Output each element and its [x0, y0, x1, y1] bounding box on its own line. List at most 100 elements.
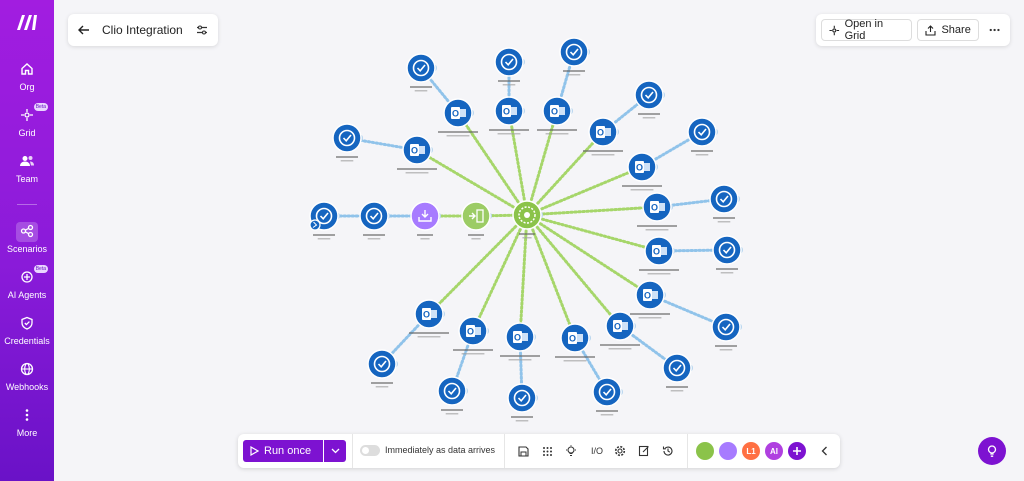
collapse-toolbar-icon[interactable] [816, 443, 832, 459]
outlook-module[interactable]: O [402, 135, 433, 165]
toolbar-divider [504, 434, 505, 468]
scenario-title[interactable]: Clio Integration [102, 23, 183, 37]
router-module[interactable] [512, 200, 543, 230]
outlook-module[interactable]: O [642, 192, 673, 222]
module-label [410, 86, 432, 88]
gear-icon[interactable] [612, 443, 628, 459]
outlook-letter: O [653, 247, 660, 257]
tools-avatar-2[interactable] [719, 442, 737, 460]
outlook-module[interactable]: O [644, 236, 675, 266]
module-label-sub [405, 172, 429, 174]
io-label: I/O [590, 446, 603, 456]
outlook-letter: O [411, 146, 418, 156]
clio-module[interactable] [712, 235, 743, 265]
outlook-module[interactable]: O [635, 280, 666, 310]
outlook-module[interactable]: O [588, 117, 619, 147]
clio-module[interactable] [406, 53, 437, 83]
back-arrow-icon[interactable] [78, 25, 90, 35]
save-icon[interactable] [515, 443, 531, 459]
clio-module[interactable] [367, 349, 398, 379]
hub-link [518, 213, 529, 339]
check-mark [504, 58, 514, 66]
check-mark [517, 394, 527, 402]
clio-module[interactable] [494, 47, 525, 77]
open-in-grid-button[interactable]: Open in Grid [821, 18, 913, 42]
outlook-module[interactable]: O [505, 322, 536, 352]
run-options-dropdown[interactable] [324, 440, 346, 462]
module-label [313, 234, 335, 236]
tools-icon [418, 210, 432, 222]
module-label [468, 234, 484, 236]
beta-badge: Beta [33, 103, 48, 111]
history-icon[interactable] [660, 443, 676, 459]
outlook-module[interactable]: O [605, 311, 636, 341]
module-label [489, 129, 529, 131]
tools-avatar-3[interactable]: L1 [742, 442, 760, 460]
lightbulb-icon[interactable] [563, 443, 579, 459]
schedule-clock-icon[interactable] [309, 219, 321, 231]
clio-module[interactable] [687, 117, 718, 147]
tools-avatar-1[interactable] [696, 442, 714, 460]
outlook-letter: O [636, 163, 643, 173]
home-icon [16, 60, 38, 80]
dots-grid-icon[interactable] [539, 443, 555, 459]
outlook-icon [596, 126, 605, 138]
clio-module[interactable] [507, 383, 538, 413]
io-icon[interactable]: I/O [587, 443, 607, 459]
outlook-module[interactable]: O [458, 316, 489, 346]
sidebar-item-webhooks[interactable]: Webhooks [0, 360, 54, 392]
module-label [583, 150, 623, 152]
outlook-icon [635, 161, 644, 173]
sidebar-item-grid[interactable]: Beta Grid [0, 103, 54, 138]
clio-check-icon [513, 389, 531, 407]
check-mark [377, 360, 387, 368]
module-label-sub [367, 238, 381, 240]
more-horizontal-icon[interactable] [984, 23, 1005, 37]
iterator-module[interactable] [461, 201, 492, 231]
outlook-module[interactable]: O [443, 98, 474, 128]
sidebar-item-team[interactable]: Team [0, 152, 54, 184]
sidebar-item-org[interactable]: Org [0, 60, 54, 92]
outlook-module[interactable]: O [542, 96, 573, 126]
tools-avatar-4[interactable]: AI [765, 442, 783, 460]
clio-module[interactable] [709, 184, 740, 214]
notes-icon[interactable] [636, 443, 652, 459]
clio-module[interactable] [437, 376, 468, 406]
check-mark [697, 128, 707, 136]
sidebar-item-more[interactable]: More [0, 406, 54, 438]
sidebar-item-ai-agents[interactable]: Beta AI Agents [0, 265, 54, 300]
clio-module[interactable] [711, 312, 742, 342]
add-module-button[interactable] [788, 442, 806, 460]
sidebar-item-credentials[interactable]: Credentials [0, 314, 54, 346]
run-once-button[interactable]: Run once [243, 440, 323, 462]
module-label-sub [720, 272, 734, 274]
module-label [630, 313, 670, 315]
immediately-toggle[interactable] [360, 445, 380, 456]
module-label [500, 355, 540, 357]
outlook-icon [422, 308, 431, 320]
clio-module[interactable] [559, 37, 590, 67]
help-button[interactable] [978, 437, 1006, 465]
module-circle [559, 37, 589, 67]
clio-module[interactable] [634, 80, 665, 110]
settings-sliders-icon[interactable] [196, 24, 208, 36]
hub-link [415, 148, 529, 217]
share-button[interactable]: Share [917, 19, 979, 41]
outlook-module[interactable]: O [414, 299, 445, 329]
check-mark [721, 323, 731, 331]
outlook-module[interactable]: O [494, 96, 525, 126]
clio-module[interactable] [332, 123, 363, 153]
outlook-envelope [475, 327, 481, 335]
clio-module[interactable] [592, 377, 623, 407]
outlook-envelope [659, 203, 665, 211]
clio-module[interactable] [359, 201, 390, 231]
sidebar-item-label: Credentials [4, 336, 50, 346]
tools-module[interactable] [410, 201, 441, 231]
sidebar-item-scenarios[interactable]: Scenarios [0, 222, 54, 254]
outlook-module[interactable]: O [560, 323, 591, 353]
clio-module[interactable] [662, 353, 693, 383]
globe-icon [16, 360, 38, 380]
make-logo-icon[interactable] [15, 12, 39, 32]
outlook-module[interactable]: O [627, 152, 658, 182]
